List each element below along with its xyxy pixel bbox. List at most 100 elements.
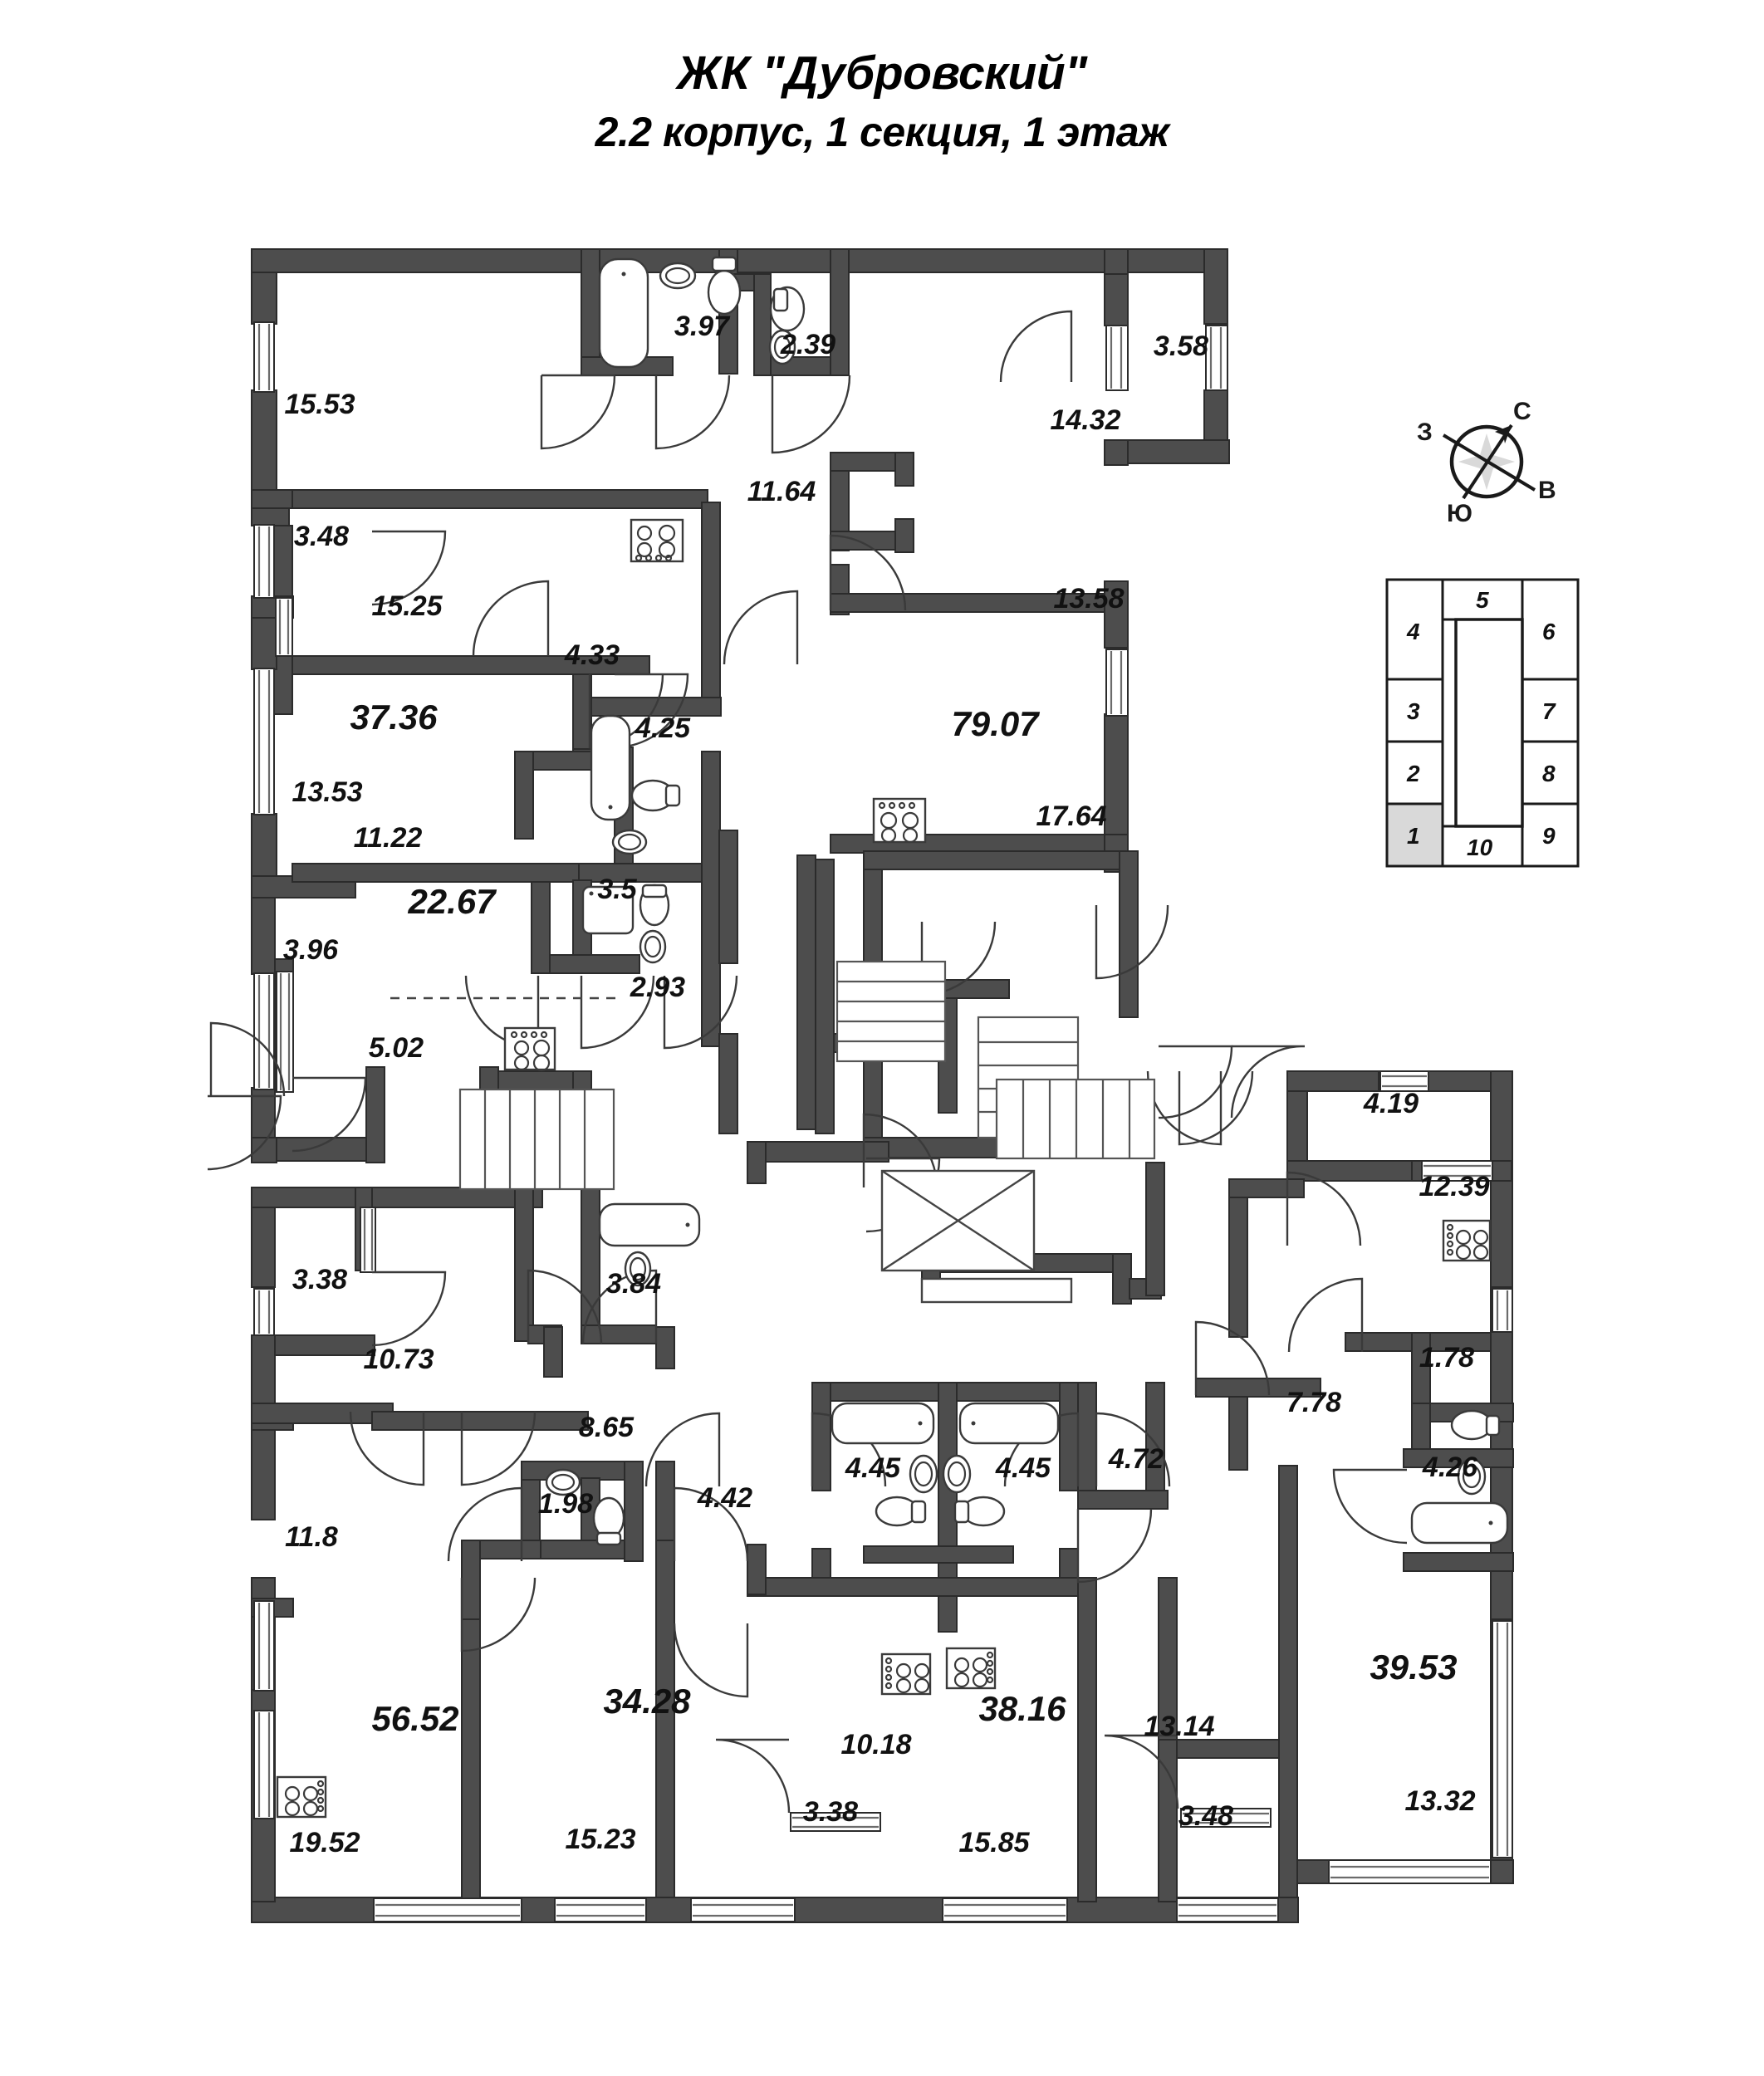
door-swing — [460, 1577, 537, 1652]
room-area-label: 8.65 — [579, 1412, 635, 1443]
section-key-label-10: 10 — [1467, 835, 1493, 860]
room-area-label: 2.39 — [780, 329, 835, 360]
window — [1328, 1859, 1492, 1884]
stove-icon — [945, 1647, 997, 1690]
sink-icon — [659, 262, 697, 290]
room-area-label: 2.93 — [630, 972, 685, 1003]
stairs — [835, 960, 947, 1063]
project-title: ЖК "Дубровский" — [677, 47, 1087, 100]
room-area-label: 11.64 — [747, 476, 816, 507]
toilet-icon — [875, 1496, 927, 1527]
section-key-cell-3 — [1385, 678, 1444, 743]
room-area-label: 7.78 — [1286, 1387, 1341, 1418]
room-area-label: 13.53 — [292, 776, 362, 808]
section-key-cell-7 — [1521, 678, 1580, 743]
window — [1379, 1070, 1429, 1092]
toilet-icon — [769, 286, 806, 332]
sink-icon — [942, 1454, 972, 1494]
section-key-label-6: 6 — [1542, 619, 1556, 644]
room-area-label: 38.16 — [978, 1689, 1066, 1728]
window — [253, 1710, 275, 1819]
bathtub-icon — [958, 1402, 1060, 1445]
room-area-label: 4.33 — [564, 639, 620, 671]
room-area-label: 4.45 — [995, 1452, 1051, 1484]
door-swing — [447, 1486, 523, 1562]
fixtures-layer — [276, 256, 1509, 1819]
shower-icon — [581, 885, 635, 935]
room-area-label: 15.23 — [565, 1824, 635, 1855]
room-area-label: 1.78 — [1419, 1342, 1474, 1373]
compass-south-label: Ю — [1447, 500, 1472, 527]
door-swing — [1287, 1277, 1364, 1353]
door-swing — [654, 375, 731, 450]
door-swing — [1194, 1320, 1271, 1396]
bathtub-icon — [598, 1202, 701, 1247]
project-subtitle: 2.2 корпус, 1 секция, 1 этаж — [595, 109, 1169, 156]
room-area-label: 17.64 — [1036, 801, 1106, 832]
bathtub-icon — [590, 714, 631, 821]
compass-rose: С З В Ю — [1417, 398, 1556, 527]
window — [790, 1812, 881, 1832]
section-key-cell-6 — [1521, 578, 1580, 681]
sink-icon — [611, 829, 648, 855]
room-area-label: 3.48 — [1178, 1800, 1233, 1832]
section-key-label-8: 8 — [1542, 761, 1556, 786]
door-swing — [829, 534, 907, 611]
window — [276, 971, 294, 1093]
door-swing — [540, 374, 616, 450]
room-area-label: 13.32 — [1404, 1785, 1475, 1817]
window — [253, 524, 275, 599]
room-area-label: 3.48 — [294, 521, 349, 552]
section-key-label-9: 9 — [1542, 823, 1556, 849]
room-area-label: 4.45 — [845, 1452, 901, 1484]
stove-icon — [276, 1775, 327, 1819]
room-area-label: 4.19 — [1363, 1088, 1419, 1119]
room-area-label: 34.28 — [603, 1682, 691, 1721]
door-swing — [1332, 1468, 1408, 1545]
room-area-label: 15.85 — [958, 1827, 1030, 1858]
window — [373, 1897, 522, 1922]
room-area-label: 15.25 — [371, 590, 443, 622]
window — [1105, 649, 1129, 717]
room-area-label: 5.02 — [369, 1032, 424, 1064]
sink-icon — [768, 329, 796, 365]
window — [1492, 1288, 1513, 1333]
section-key-cell-5 — [1441, 578, 1524, 621]
room-area-label: 3.97 — [674, 311, 731, 342]
room-area-label: 56.52 — [371, 1699, 458, 1738]
room-area-label: 1.98 — [538, 1488, 593, 1520]
window — [1205, 325, 1228, 391]
room-area-label: 13.58 — [1053, 583, 1124, 614]
door-swing — [527, 1269, 603, 1344]
circulation-layer — [390, 960, 1156, 1304]
room-area-label: 4.26 — [1422, 1452, 1478, 1483]
window — [1421, 1160, 1493, 1182]
door-swing — [1230, 1045, 1306, 1119]
stove-icon — [880, 1652, 932, 1696]
section-key-label-3: 3 — [1407, 698, 1420, 724]
room-area-label: 19.52 — [289, 1827, 360, 1858]
room-area-label: 22.67 — [407, 882, 497, 921]
room-area-label: 11.8 — [285, 1521, 338, 1553]
section-key-cell-1 — [1385, 802, 1444, 868]
bathtub-icon — [831, 1402, 935, 1445]
room-area-label: 3.84 — [606, 1268, 661, 1300]
room-area-label: 14.32 — [1050, 404, 1120, 436]
window — [1105, 325, 1129, 391]
door-swing — [1076, 1508, 1153, 1584]
door-swing — [349, 1411, 425, 1486]
door-swing — [1286, 1171, 1362, 1246]
door-swing — [292, 1076, 367, 1153]
window — [253, 668, 275, 815]
sink-icon — [624, 1251, 652, 1287]
door-swing — [663, 975, 738, 1050]
door-swing — [999, 310, 1073, 383]
door-swing — [1104, 1734, 1179, 1809]
sink-icon — [1457, 1457, 1487, 1496]
room-area-label: 10.18 — [840, 1729, 911, 1760]
window — [1180, 1808, 1272, 1828]
window — [554, 1897, 647, 1922]
bathtub-icon — [598, 257, 649, 369]
